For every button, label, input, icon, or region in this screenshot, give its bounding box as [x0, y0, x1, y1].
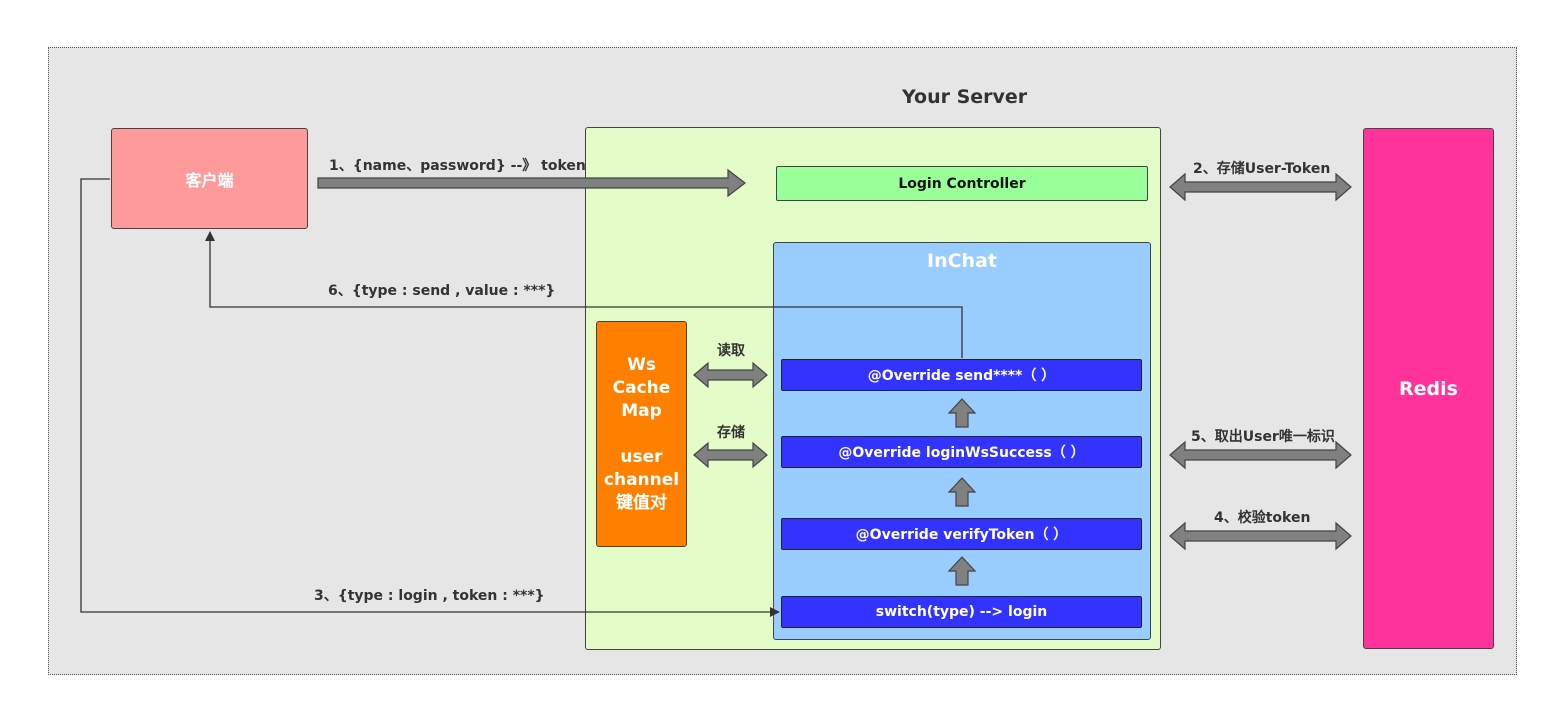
cache-line: Ws [627, 354, 656, 375]
step2-arrow [1169, 172, 1352, 202]
step2-label: 2、存储User-Token [1193, 161, 1331, 177]
method-login-ws-success: @Override loginWsSuccess（ ） [781, 436, 1142, 468]
step1-label: 1、{name、password} --》 token [329, 158, 586, 174]
step6-label: 6、{type : send , value : ***} [328, 283, 556, 299]
cache-line: Cache [612, 377, 671, 398]
step3-line [80, 178, 780, 617]
login-controller-node: Login Controller [776, 166, 1148, 201]
method-switch-type: switch(type) --> login [781, 596, 1142, 628]
read-arrow [693, 361, 768, 389]
ws-cache-map-node: Ws Cache Map user channel 键值对 [596, 321, 687, 547]
method-send: @Override send****（ ） [781, 359, 1142, 391]
step1-arrow [317, 168, 746, 198]
step4-arrow [1169, 521, 1352, 551]
step3-label: 3、{type : login , token : ***} [314, 588, 545, 604]
cache-line: 键值对 [616, 492, 667, 513]
step4-label: 4、校验token [1214, 510, 1311, 526]
cache-line: Map [621, 400, 662, 421]
cache-line: channel [603, 469, 680, 490]
store-arrow [693, 441, 768, 469]
read-label: 读取 [717, 343, 745, 359]
redis-node: Redis [1363, 128, 1494, 649]
step5-label: 5、取出User唯一标识 [1191, 429, 1335, 445]
store-label: 存储 [717, 425, 745, 441]
server-title: Your Server [902, 86, 1028, 108]
flow-up-arrow [947, 556, 977, 586]
inchat-title: InChat [927, 250, 997, 272]
step6-line [205, 231, 963, 358]
flow-up-arrow [947, 398, 977, 428]
cache-line: user [620, 446, 663, 467]
step5-arrow [1169, 440, 1352, 470]
client-node: 客户端 [111, 128, 308, 229]
flow-up-arrow [947, 477, 977, 507]
method-verify-token: @Override verifyToken（ ） [781, 518, 1142, 550]
